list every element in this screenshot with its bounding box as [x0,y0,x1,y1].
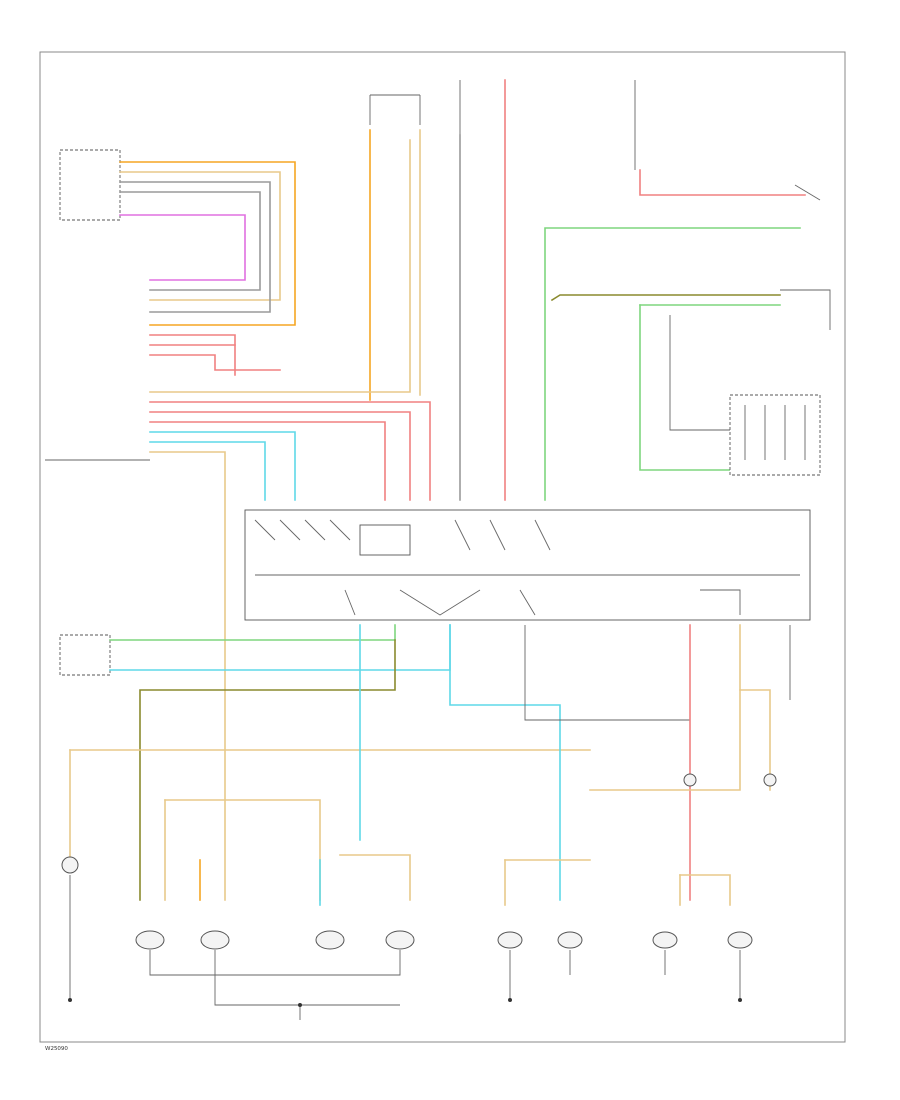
headlamp-switch [59,149,296,326]
fuse-feed-group [369,79,821,501]
lamp-assemblies [61,773,777,950]
right-rear-lamp-1 [315,930,345,950]
license-lamp-bulb [61,856,79,874]
left-front-lamp-2 [557,931,583,949]
side-marker-left [683,773,697,787]
right-front-lamp-2 [727,931,753,949]
left-rear-lamp-2 [200,930,230,950]
right-front-lamp-1 [652,931,678,949]
side-marker-right [763,773,777,787]
left-rear-lamp-1 [135,930,165,950]
right-relay-group [544,227,831,501]
page-code: W25090 [45,1046,68,1052]
left-front-lamp-1 [497,931,523,949]
right-rear-lamp-2 [385,930,415,950]
diagram-border [39,51,846,1043]
multifunction-switch-pins [45,139,431,901]
flasher-module [244,509,811,621]
lower-distribution [69,624,791,906]
instrument-cluster [59,624,451,901]
ground-returns [68,875,742,1020]
